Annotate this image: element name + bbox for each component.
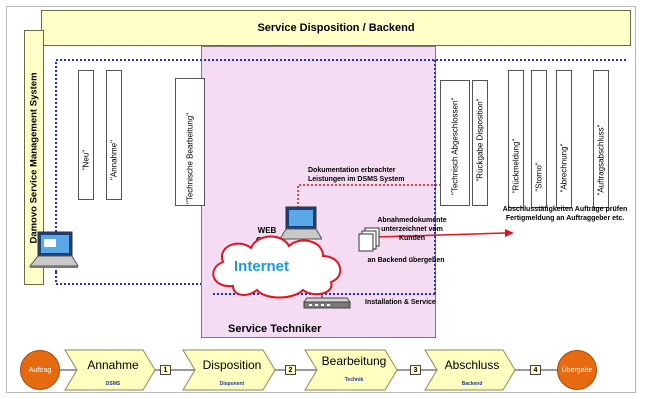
abnahmedokumente-note: Abnahmedokumente unterzeichnet vom Kunde… [377, 217, 447, 242]
step-num-1: 1 [160, 365, 171, 375]
chevron-annahme [64, 349, 156, 391]
web-client-laptop-icon [280, 206, 322, 240]
status-box-abrechnung [556, 70, 572, 208]
status-box-rueckgabe-disposition [472, 80, 488, 206]
documentation-note: Dokumentation erbrachter Leistungen im D… [308, 167, 405, 183]
switch-device-icon [303, 297, 351, 309]
red-arrow-head [505, 229, 514, 237]
status-box-neu [78, 70, 94, 200]
step-num-2: 2 [285, 365, 296, 375]
status-box-technisch-abgeschlossen [440, 80, 470, 206]
status-box-annahme [106, 70, 122, 200]
step-title-bearbeitung: Bearbeitung [321, 354, 387, 368]
step-title-annahme: Annahme [87, 358, 139, 372]
internet-cloud-icon [212, 235, 342, 299]
service-techniker-label: Service Techniker [228, 323, 322, 335]
auftrag-circle: Auftrag [20, 350, 60, 390]
auftrag-label: Auftrag [28, 366, 52, 374]
dotted-line-top [55, 59, 628, 272]
backend-title: Service Disposition / Backend [257, 22, 415, 34]
laptop-icon [28, 231, 79, 268]
uebergabe-label: Übergabe [561, 366, 593, 374]
abschluss-note: Abschlusstätigkeiten Aufträge prüfen Fer… [502, 206, 628, 222]
step-sub-disposition: Disponent [219, 381, 245, 387]
red-dotted-line [297, 150, 449, 224]
chevron-disposition [182, 349, 276, 391]
status-box-technische-bearbeitung [175, 78, 205, 206]
status-box-rueckmeldung [508, 70, 524, 208]
an-backend-note: an Backend übergeben [367, 257, 445, 264]
step-title-abschluss: Abschluss [444, 358, 500, 372]
documents-icon [358, 227, 380, 252]
dotted-line-left-bottom [55, 272, 201, 285]
step-sub-abschluss: Backend [461, 381, 483, 387]
step-num-3: 3 [410, 365, 421, 375]
uebergabe-circle: Übergabe [557, 350, 597, 390]
step-title-disposition: Disposition [202, 358, 262, 372]
installation-note: Installation & Service [365, 299, 436, 306]
red-arrow-line [374, 232, 506, 238]
chevron-bearbeitung [304, 349, 398, 391]
status-box-storno [531, 70, 547, 208]
internet-label: Internet [234, 258, 290, 275]
step-num-4: 4 [530, 365, 541, 375]
dsms-bar [24, 30, 44, 285]
diagram-frame [6, 6, 636, 393]
chevron-abschluss [424, 349, 516, 391]
backend-bar: Service Disposition / Backend [41, 10, 631, 46]
status-box-auftragsabschluss [593, 70, 609, 208]
step-sub-annahme: DSMS [105, 381, 121, 387]
step-sub-bearbeitung: Technik [344, 377, 364, 383]
